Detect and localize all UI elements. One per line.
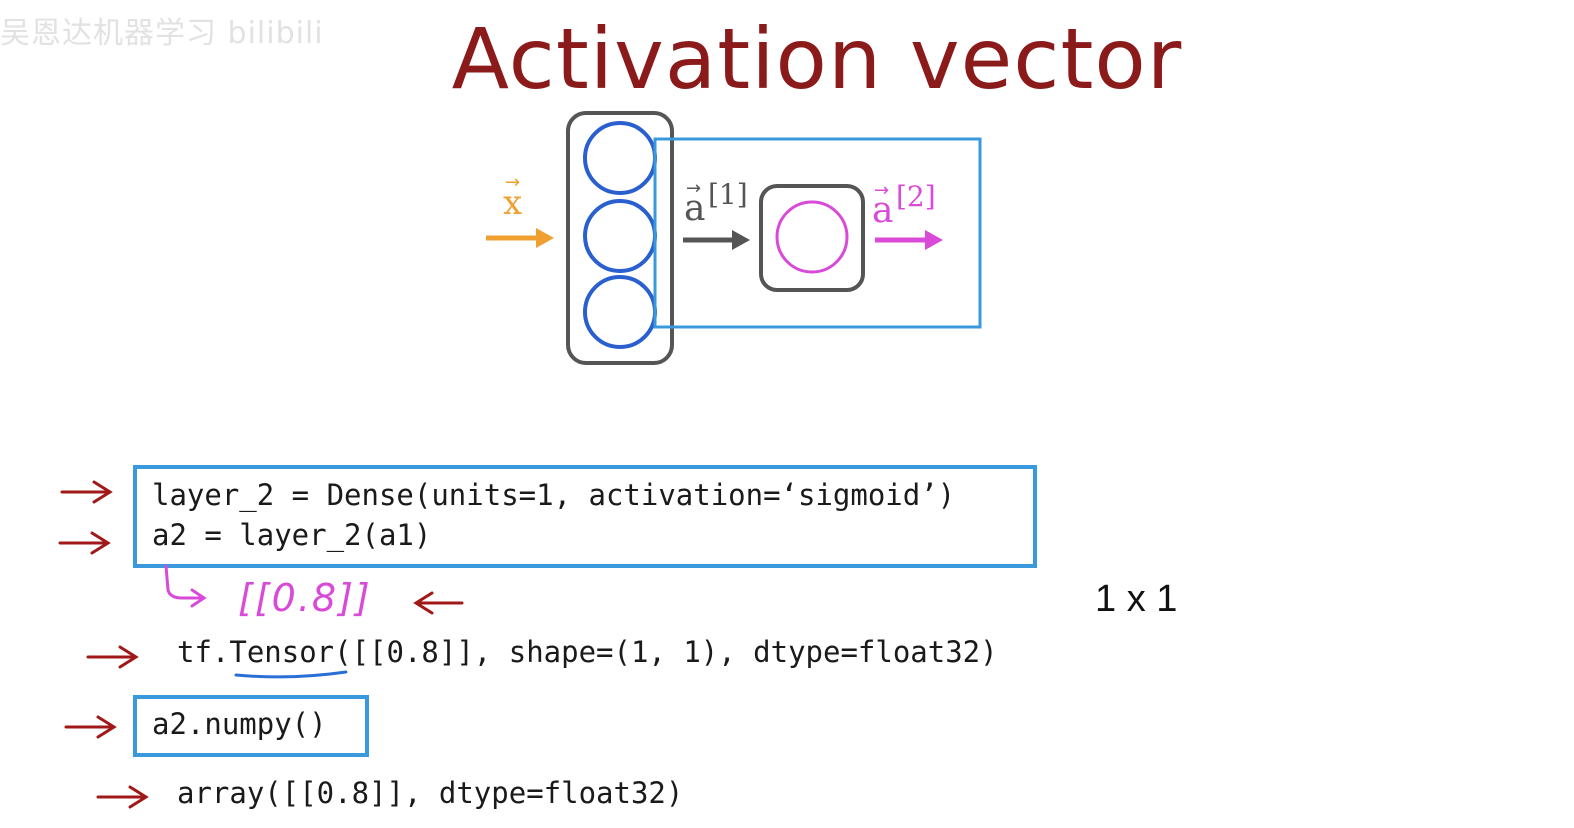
code-box-dense [133, 465, 1037, 568]
code-line-a2: a2 = layer_2(a1) [152, 518, 432, 552]
watermark: 吴恩达机器学习 bilibili [0, 16, 324, 51]
code-line-numpy: a2.numpy() [152, 707, 327, 741]
slide-title: Activation vector [451, 10, 1183, 108]
red-arrow-icon [86, 645, 139, 669]
red-arrow-icon [96, 785, 149, 809]
red-arrow-icon [64, 715, 117, 739]
hidden-arrowhead [732, 230, 750, 250]
code-line-array: array([[0.8]], dtype=float32) [177, 776, 684, 810]
input-vector-mark: → [505, 172, 520, 193]
tensor-underline [234, 670, 348, 679]
shape-label: 1 x 1 [1095, 578, 1178, 620]
layer2-highlight-box [653, 137, 982, 329]
hidden-output-vector-mark: → [686, 178, 701, 199]
red-arrow-icon [58, 531, 111, 555]
red-arrow-icon [60, 480, 113, 504]
handwritten-value: [[0.8]] [238, 576, 372, 620]
input-arrowhead [536, 228, 554, 248]
code-line-tensor: tf.Tensor([[0.8]], shape=(1, 1), dtype=f… [177, 635, 998, 669]
red-arrow-left-icon [413, 591, 464, 615]
input-label: x [503, 183, 522, 223]
code-box-numpy [133, 695, 369, 757]
hidden-output-superscript: [1] [708, 178, 748, 211]
output-vector-mark: → [874, 180, 889, 201]
output-arrowhead [925, 230, 943, 250]
layer2-box [759, 184, 865, 292]
layer2-neuron [775, 200, 849, 274]
hidden-output-label: a [684, 188, 705, 229]
output-superscript: [2] [896, 180, 936, 213]
magenta-hook-arrow-icon [164, 564, 207, 608]
layer1-box [566, 111, 674, 365]
code-line-dense: layer_2 = Dense(units=1, activation=‘sig… [152, 478, 956, 512]
output-label: a [872, 190, 893, 231]
